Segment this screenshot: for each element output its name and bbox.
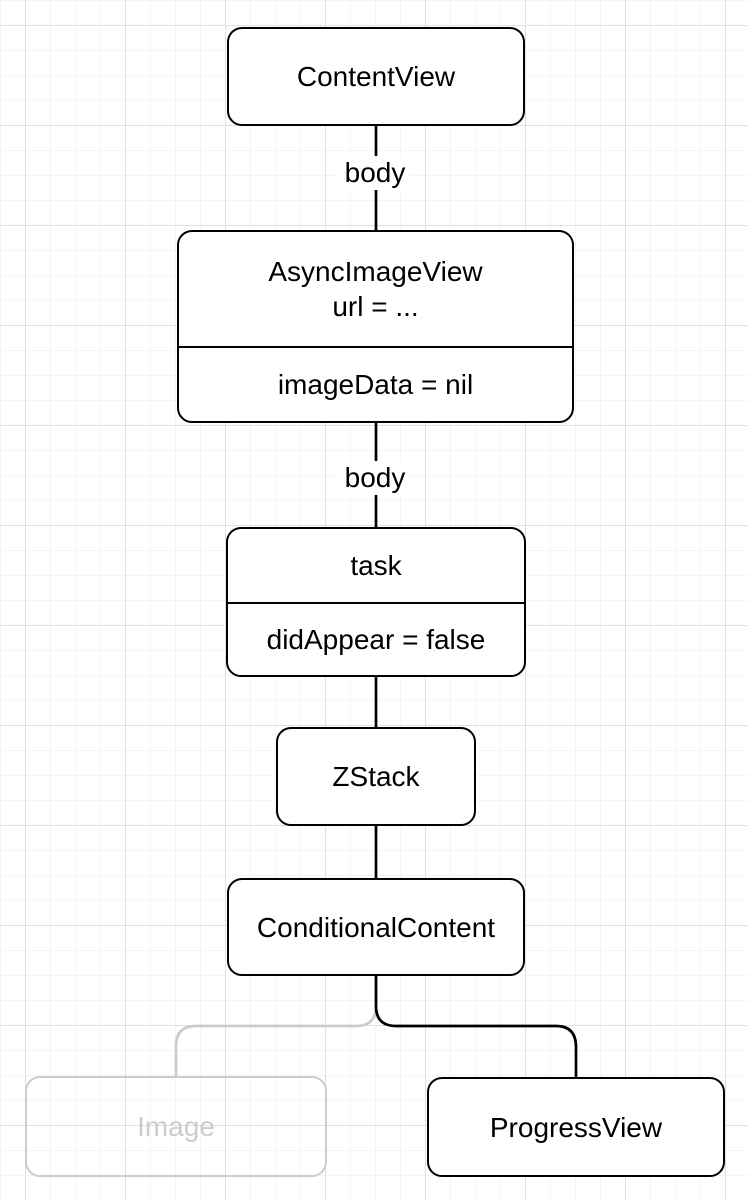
edge-conditional-to-progress[interactable] (374, 976, 578, 1077)
edge-label-body-1[interactable]: body (339, 156, 411, 190)
node-zstack[interactable]: ZStack (276, 727, 476, 826)
node-progress-view-title: ProgressView (489, 1111, 663, 1143)
node-async-image-view-title: AsyncImageView (268, 255, 483, 287)
node-async-image-view[interactable]: AsyncImageView url = ... imageData = nil (177, 230, 574, 423)
node-progress-view[interactable]: ProgressView (427, 1077, 725, 1177)
node-image[interactable]: Image (25, 1076, 327, 1177)
node-task[interactable]: task didAppear = false (226, 527, 526, 677)
node-async-image-view-state: imageData = nil (179, 345, 572, 422)
edge-conditional-to-image[interactable] (174, 976, 378, 1076)
node-task-state: didAppear = false (228, 601, 524, 676)
node-async-image-view-subtitle: url = ... (332, 290, 419, 322)
edge-label-body-2[interactable]: body (339, 461, 411, 495)
node-content-view[interactable]: ContentView (227, 27, 525, 126)
node-async-image-view-header: AsyncImageView url = ... (179, 232, 572, 346)
node-task-title: task (350, 549, 402, 581)
node-conditional-content-title: ConditionalContent (256, 911, 496, 943)
node-image-title: Image (137, 1111, 215, 1142)
node-conditional-content[interactable]: ConditionalContent (227, 878, 525, 976)
node-zstack-title: ZStack (332, 761, 420, 792)
node-content-view-title: ContentView (296, 61, 456, 92)
